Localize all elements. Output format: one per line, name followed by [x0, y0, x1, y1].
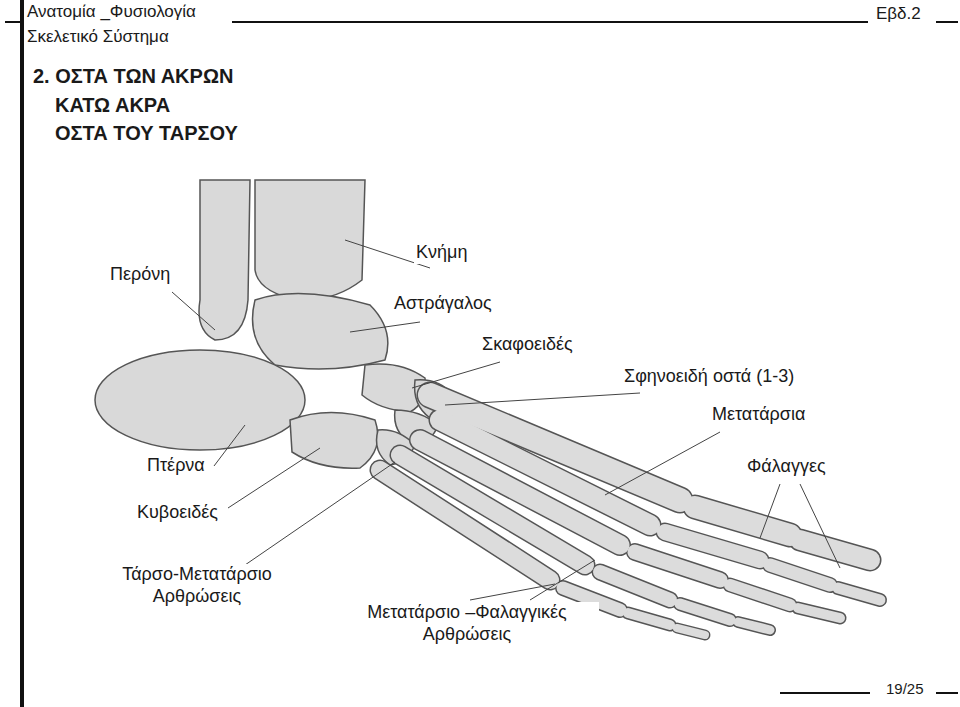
subtitle: ΚΑΤΩ ΑΚΡΑ	[55, 93, 170, 117]
bone-label: Περόνη	[108, 264, 172, 286]
bone-label: Πτέρνα	[145, 455, 207, 477]
bone-outline	[600, 572, 670, 600]
bone-label: Κυβοειδές	[135, 502, 220, 524]
frame-line	[5, 21, 20, 23]
bone-outline	[730, 585, 790, 605]
bone-outline	[770, 565, 830, 585]
bone	[677, 628, 705, 635]
bone-label: Μετατάρσια	[710, 404, 807, 426]
bone	[680, 604, 730, 620]
week-label: Εβδ.2	[876, 4, 921, 24]
metatarsals-phalanges	[380, 395, 880, 635]
bone	[730, 585, 790, 605]
bone-outline	[695, 507, 790, 535]
header-text: Ανατομία _Φυσιολογία	[27, 2, 196, 22]
bone-label: Φάλαγγες	[745, 456, 828, 478]
bone	[600, 572, 670, 600]
header-text: Σκελετικό Σύστημα	[27, 27, 169, 47]
bone	[380, 470, 550, 580]
bone-shapes	[95, 180, 452, 468]
bone	[798, 608, 840, 618]
bone-outline	[677, 628, 705, 635]
bone-label: Σκαφοειδές	[480, 334, 575, 356]
bone	[695, 507, 790, 535]
bone-label: Αστράγαλος	[392, 293, 494, 315]
joint-label: Τάρσο-Μετατάρσιο Αρθρώσεις	[95, 564, 299, 607]
leader-lines	[172, 240, 840, 600]
joint-label: Μετατάρσιο –Φαλαγγικές Αρθρώσεις	[335, 602, 599, 645]
fibula	[199, 180, 250, 340]
tibia	[255, 180, 365, 300]
frame-line	[780, 692, 870, 694]
page-number: 19/25	[886, 680, 924, 698]
slide-title: 2. ΟΣΤΑ ΤΩΝ ΑΚΡΩΝ	[33, 64, 233, 88]
bone-label: Κνήμη	[414, 242, 469, 264]
frame-line	[20, 0, 24, 707]
subtitle: ΟΣΤΑ ΤΟΥ ΤΑΡΣΟΥ	[55, 121, 238, 145]
bone-outline	[665, 532, 760, 560]
cuboid	[290, 413, 378, 469]
bone-outline	[838, 588, 880, 600]
bone	[635, 552, 720, 580]
bone-outline	[680, 604, 730, 620]
bone	[628, 613, 670, 625]
bone	[665, 532, 760, 560]
bone	[770, 565, 830, 585]
bone-label: Σφηνοειδή οστά (1-3)	[622, 366, 796, 388]
bone-outline	[635, 552, 720, 580]
bone	[838, 588, 880, 600]
calcaneus	[95, 350, 305, 450]
frame-line	[936, 692, 958, 694]
frame-line	[232, 21, 868, 23]
bone-outline	[738, 622, 770, 630]
frame-line	[936, 21, 958, 23]
bone	[738, 622, 770, 630]
bone-outline	[628, 613, 670, 625]
bone-outline	[798, 608, 840, 618]
talus	[253, 294, 388, 369]
